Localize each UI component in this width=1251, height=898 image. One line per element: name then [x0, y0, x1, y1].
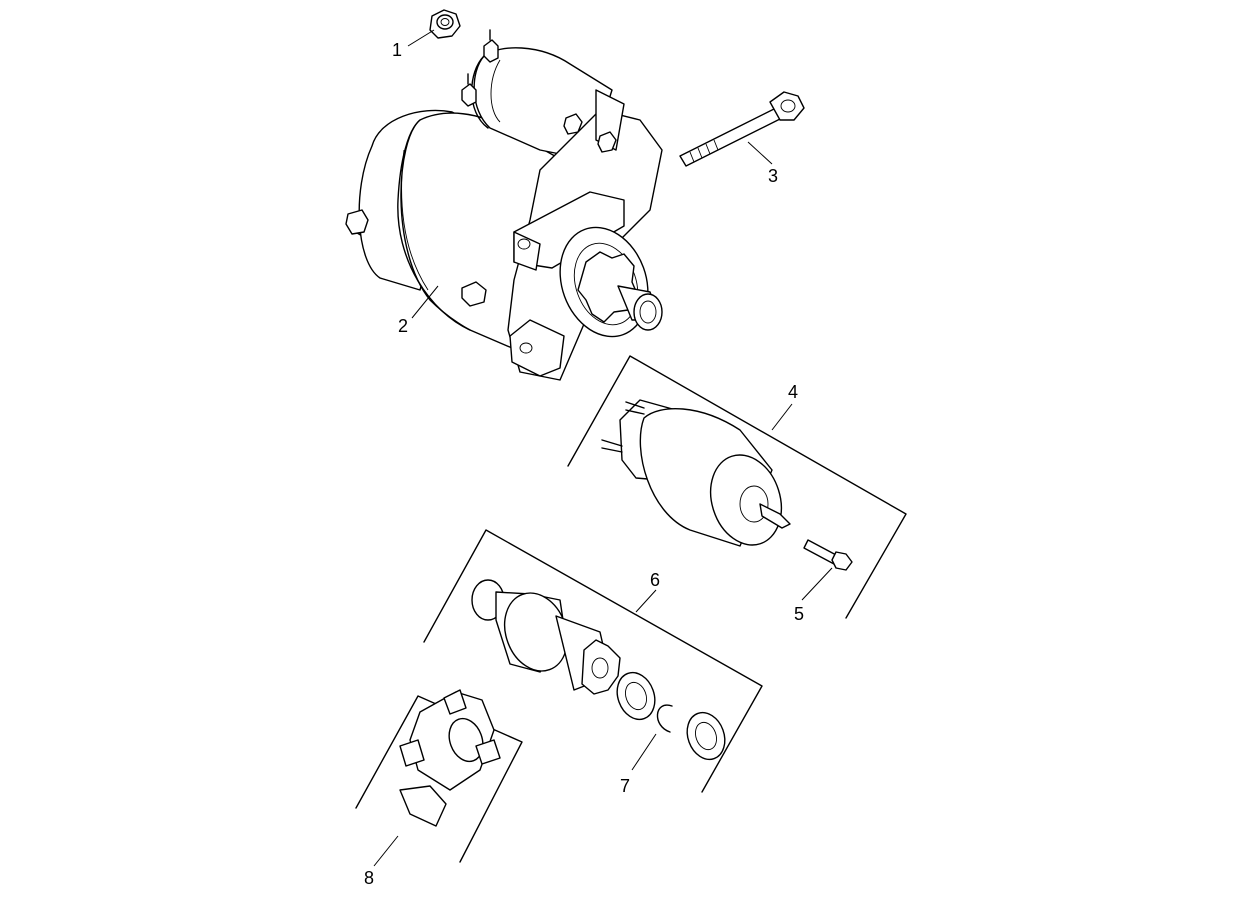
callout-1: 1	[392, 40, 402, 60]
callout-4: 4	[788, 382, 798, 402]
callout-6: 6	[650, 570, 660, 590]
starter-motor-part	[345, 29, 663, 381]
callout-3: 3	[768, 166, 778, 186]
solenoid-switch-part	[567, 355, 907, 619]
callout-7: 7	[620, 776, 630, 796]
callout-5: 5	[794, 604, 804, 624]
screw-part	[803, 539, 853, 571]
bolt-part	[679, 91, 805, 167]
callout-2: 2	[398, 316, 408, 336]
flange-nut-part	[429, 9, 461, 39]
leader-lines	[373, 29, 833, 867]
callout-8: 8	[364, 868, 374, 888]
pinion-drive-part	[423, 529, 763, 793]
brush-holder-part	[355, 689, 523, 863]
